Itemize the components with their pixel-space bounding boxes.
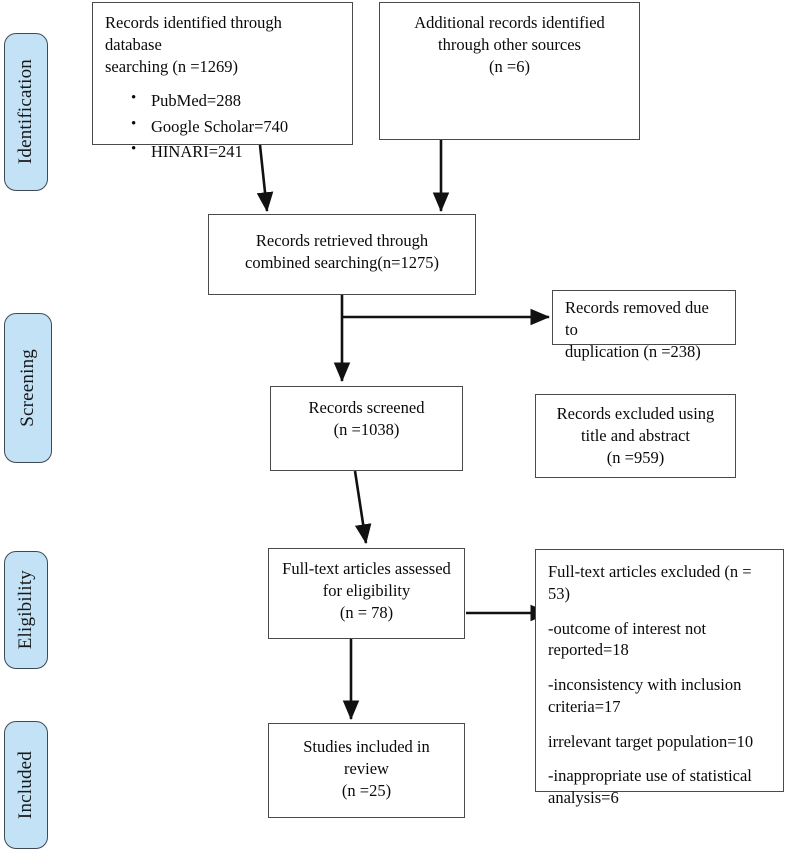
node-records-identified-database: Records identified through database sear… (92, 2, 353, 161)
fulltext-excluded-reason-4: -inappropriate use of statistical analys… (548, 766, 752, 808)
fulltext-assessed-line3: (n = 78) (339, 602, 394, 622)
phase-label-identification: Identification (4, 33, 48, 191)
fulltext-assessed-line1: Full-text articles assessed (282, 559, 451, 578)
records-excluded-line2: title and abstract (580, 425, 691, 445)
records-identified-source-list: PubMed=288 Google Scholar=740 HINARI=241 (105, 87, 340, 165)
records-retrieved-line2: combined searching(n=1275) (245, 252, 439, 272)
node-records-screened: Records screened (n =1038) (270, 386, 463, 471)
phase-label-included: Included (4, 721, 48, 849)
list-item-hinari: HINARI=241 (131, 138, 340, 165)
additional-records-line2: through other sources (438, 34, 581, 54)
phase-label-identification-text: Identification (15, 59, 36, 165)
phase-label-included-text: Included (15, 750, 36, 820)
fulltext-excluded-reason-3: irrelevant target population=10 (548, 731, 754, 751)
node-fulltext-assessed: Full-text articles assessed for eligibil… (268, 548, 465, 639)
records-identified-line2: searching (n =1269) (105, 56, 239, 76)
node-additional-records: Additional records identified through ot… (379, 2, 640, 140)
node-records-excluded-title-abstract: Records excluded using title and abstrac… (535, 394, 736, 478)
records-screened-line2: (n =1038) (333, 419, 400, 439)
phase-label-screening-text: Screening (17, 349, 38, 427)
list-item-google-scholar: Google Scholar=740 (131, 113, 340, 140)
node-records-retrieved-combined: Records retrieved through combined searc… (208, 214, 476, 295)
records-retrieved-line1: Records retrieved through (255, 231, 429, 250)
fulltext-excluded-reason-1: -outcome of interest not reported=18 (548, 618, 707, 660)
records-removed-line2: duplication (n =238) (565, 341, 701, 361)
fulltext-excluded-reason-2: -inconsistency with inclusion criteria=1… (548, 675, 742, 716)
phase-label-eligibility: Eligibility (4, 551, 48, 669)
records-excluded-line1: Records excluded using (556, 404, 715, 423)
node-studies-included: Studies included in review (n =25) (268, 723, 465, 818)
studies-included-line1: Studies included in review (303, 737, 434, 778)
phase-label-eligibility-text: Eligibility (15, 570, 36, 650)
node-records-removed-duplication: Records removed due to duplication (n =2… (552, 290, 736, 361)
node-fulltext-excluded: Full-text articles excluded (n = 53) -ou… (535, 549, 784, 807)
records-removed-line1: Records removed due to (565, 298, 713, 339)
additional-records-line1: Additional records identified (414, 13, 605, 32)
additional-records-line3: (n =6) (489, 56, 530, 76)
records-excluded-line3: (n =959) (606, 447, 665, 467)
fulltext-excluded-heading: Full-text articles excluded (n = 53) (548, 562, 756, 603)
records-identified-line1: Records identified through database (105, 13, 287, 54)
studies-included-line2: (n =25) (341, 780, 392, 800)
records-screened-line1: Records screened (308, 398, 425, 417)
list-item-pubmed: PubMed=288 (131, 87, 340, 114)
fulltext-assessed-line2: for eligibility (322, 580, 411, 600)
phase-label-screening: Screening (4, 313, 52, 463)
